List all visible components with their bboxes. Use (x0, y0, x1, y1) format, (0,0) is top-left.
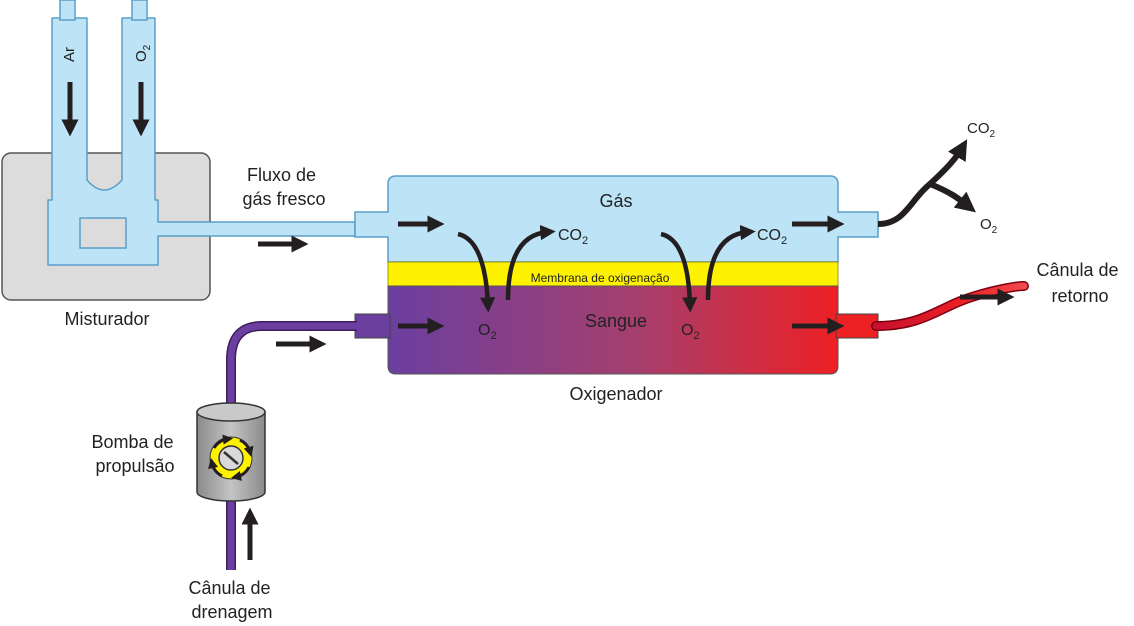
ar-label: Ar (61, 47, 78, 62)
o2-inlet-label: O2 (133, 44, 153, 62)
blood-label: Sangue (585, 311, 647, 331)
pump-rotation-arrow-1 (212, 434, 234, 449)
exhaust-tube (877, 181, 932, 227)
pump-label: Bomba de propulsão (91, 432, 178, 476)
gas-tubes (47, 17, 356, 266)
oxygenator-label: Oxigenador (569, 384, 662, 404)
pump-rotation-arrow-4 (208, 458, 223, 478)
pump-rotation-arrow-3 (231, 466, 251, 481)
co2-diffusion-arrow-right (705, 224, 756, 301)
gas-compartment (354, 175, 879, 263)
o2-diffusion-arrow-right (660, 231, 698, 313)
mixer-inner-block (79, 217, 127, 249)
drainage-line (226, 321, 357, 570)
propulsion-pump (196, 402, 266, 502)
oxygenation-membrane (387, 261, 839, 287)
pump-rotor-slot (223, 451, 239, 465)
exhaust-o2-arrow (928, 181, 976, 213)
gas-label: Gás (599, 191, 632, 211)
o2-label-left: O2 (478, 322, 497, 342)
blood-compartment (387, 285, 839, 375)
o2-label-right: O2 (681, 322, 700, 342)
pump-top (196, 402, 266, 422)
mixer: Ar O2 Misturador (1, 0, 356, 329)
o2-fitting (131, 0, 148, 21)
return-cannula-label: Cânula de retorno (1036, 260, 1123, 306)
blood-inlet-port (354, 313, 391, 339)
drainage-tube-upper-fill (227, 322, 357, 412)
co2-diffusion-arrow-left (505, 224, 556, 301)
ar-fitting (59, 0, 76, 21)
mixer-label: Misturador (64, 309, 149, 329)
exhaust-co2-arrow (927, 139, 968, 187)
co2-label-right: CO2 (757, 227, 787, 247)
co2-label-left: CO2 (558, 227, 588, 247)
pump-rotation-arrow-2 (239, 438, 254, 457)
fresh-gas-label: Fluxo de gás fresco (242, 165, 325, 209)
membrane-label: Membrana de oxigenação (531, 271, 670, 285)
return-cannula: Cânula de retorno (871, 260, 1123, 331)
exhaust-co2-label: CO2 (967, 120, 996, 140)
exhaust-o2-label: O2 (980, 216, 998, 236)
gas-exhaust: CO2 O2 (877, 120, 998, 236)
o2-diffusion-arrow-left (457, 231, 496, 313)
oxygenator: Gás Membrana de oxigenação Sangue Oxigen… (354, 175, 879, 404)
drainage-tube-upper (226, 321, 357, 412)
drain-cannula-label: Cânula de drenagem (188, 578, 275, 622)
